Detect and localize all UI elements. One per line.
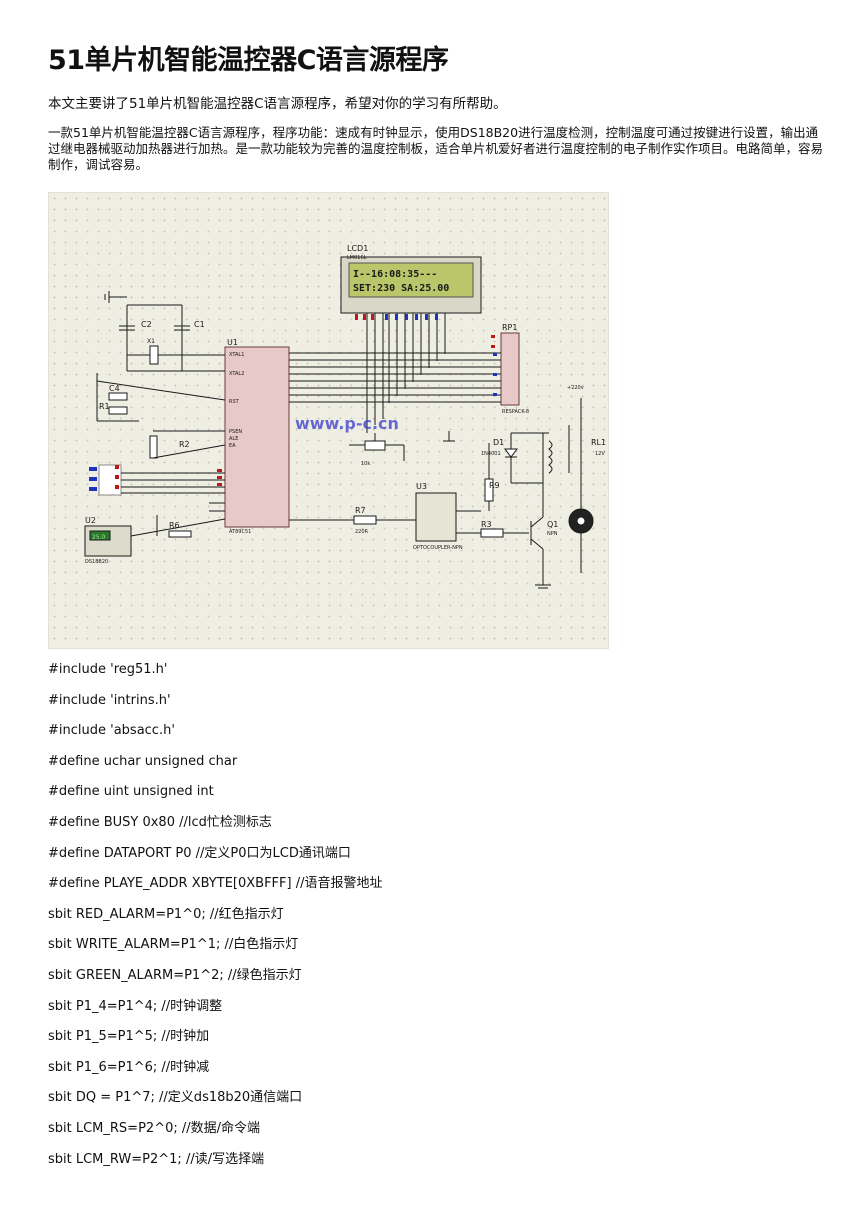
r9-label: R9	[489, 481, 500, 490]
description-text: 一款51单片机智能温控器C语言源程序，程序功能：速成有时钟显示，使用DS18B2…	[48, 125, 824, 172]
mcu-pin-xtal2: XTAL2	[229, 371, 244, 377]
u2-label: U2	[85, 516, 96, 525]
code-line: #define uint unsigned int	[48, 784, 214, 800]
code-line: sbit RED_ALARM=P1^0; //红色指示灯	[48, 906, 284, 922]
r1-label: R1	[99, 402, 110, 411]
mcu-pin-psen: PSEN	[229, 429, 242, 435]
rl1-value: 12V	[595, 451, 605, 457]
lcd-line-1: I--16:08:35---	[353, 269, 437, 280]
code-line: sbit P1_6=P1^6; //时钟减	[48, 1059, 210, 1075]
c4-label: C4	[109, 384, 120, 393]
q1-label: Q1	[547, 520, 558, 529]
lcd-label: LCD1	[347, 244, 368, 253]
c1-label: C1	[194, 320, 205, 329]
code-line: #define BUSY 0x80 //lcd忙检测标志	[48, 814, 272, 830]
u3-label: U3	[416, 482, 427, 491]
code-listing: #include 'reg51.h' #include 'intrins.h' #i…	[48, 660, 382, 1180]
d1-label: D1	[493, 438, 504, 447]
mcu-pin-ea: EA	[229, 443, 236, 449]
page-title: 51单片机智能温控器C语言源程序	[48, 45, 449, 76]
rp1-model: RESPACK-8	[502, 409, 529, 415]
code-line: sbit LCM_RW=P2^1; //读/写选择端	[48, 1151, 265, 1167]
mcu-label: U1	[227, 338, 238, 347]
code-line: sbit P1_5=P1^5; //时钟加	[48, 1029, 210, 1045]
mcu-pin-rst: RST	[229, 399, 240, 405]
code-line: #include 'intrins.h'	[48, 692, 171, 708]
lcd-model: LM016L	[347, 255, 367, 261]
rp1-label: RP1	[502, 323, 517, 332]
code-line: sbit LCM_RS=P2^0; //数据/命令端	[48, 1120, 261, 1136]
x1-label: X1	[147, 338, 155, 345]
circuit-schematic: LCD1 LM016L I--16:08:35--- SET:230 SA:25…	[48, 192, 609, 649]
vcc-label: +220v	[567, 385, 584, 391]
watermark-text: www.p-c.cn	[295, 414, 399, 433]
schematic-drawing: LCD1 LM016L I--16:08:35--- SET:230 SA:25…	[84, 244, 606, 589]
code-line: sbit GREEN_ALARM=P1^2; //绿色指示灯	[48, 967, 302, 983]
u2-model: DS18B20	[85, 559, 108, 565]
r6-label: R6	[169, 521, 180, 530]
lcd-line-2: SET:230 SA:25.00	[353, 283, 449, 294]
code-line: sbit DQ = P1^7; //定义ds18b20通信端口	[48, 1090, 303, 1106]
code-line: #define DATAPORT P0 //定义P0口为LCD通讯端口	[48, 845, 351, 861]
q1-type: NPN	[547, 531, 558, 537]
code-line: #include 'absacc.h'	[48, 723, 175, 739]
mcu-pin-ale: ALE	[229, 436, 238, 442]
u2-display: 25.0	[92, 534, 106, 541]
r7-value: 220R	[355, 529, 369, 535]
u3-model: OPTOCOUPLER-NPN	[413, 545, 463, 551]
code-line: #define uchar unsigned char	[48, 753, 238, 769]
code-line: sbit WRITE_ALARM=P1^1; //白色指示灯	[48, 937, 299, 953]
r7-label: R7	[355, 506, 366, 515]
rl1-label: RL1	[591, 438, 606, 447]
c2-label: C2	[141, 320, 152, 329]
code-line: sbit P1_4=P1^4; //时钟调整	[48, 998, 223, 1014]
r2-label: R2	[179, 440, 190, 449]
r3-label: R3	[481, 520, 492, 529]
d1-model: 1N4001	[481, 451, 501, 457]
mcu-pin-xtal1: XTAL1	[229, 352, 244, 358]
mcu-model: AT89C51	[229, 529, 251, 535]
rv-value: 10k	[361, 461, 370, 467]
code-line: #include 'reg51.h'	[48, 662, 168, 677]
intro-text: 本文主要讲了51单片机智能温控器C语言源程序，希望对你的学习有所帮助。	[48, 96, 507, 112]
code-line: #define PLAYE_ADDR XBYTE[0XBFFF] //语音报警地…	[48, 876, 383, 892]
